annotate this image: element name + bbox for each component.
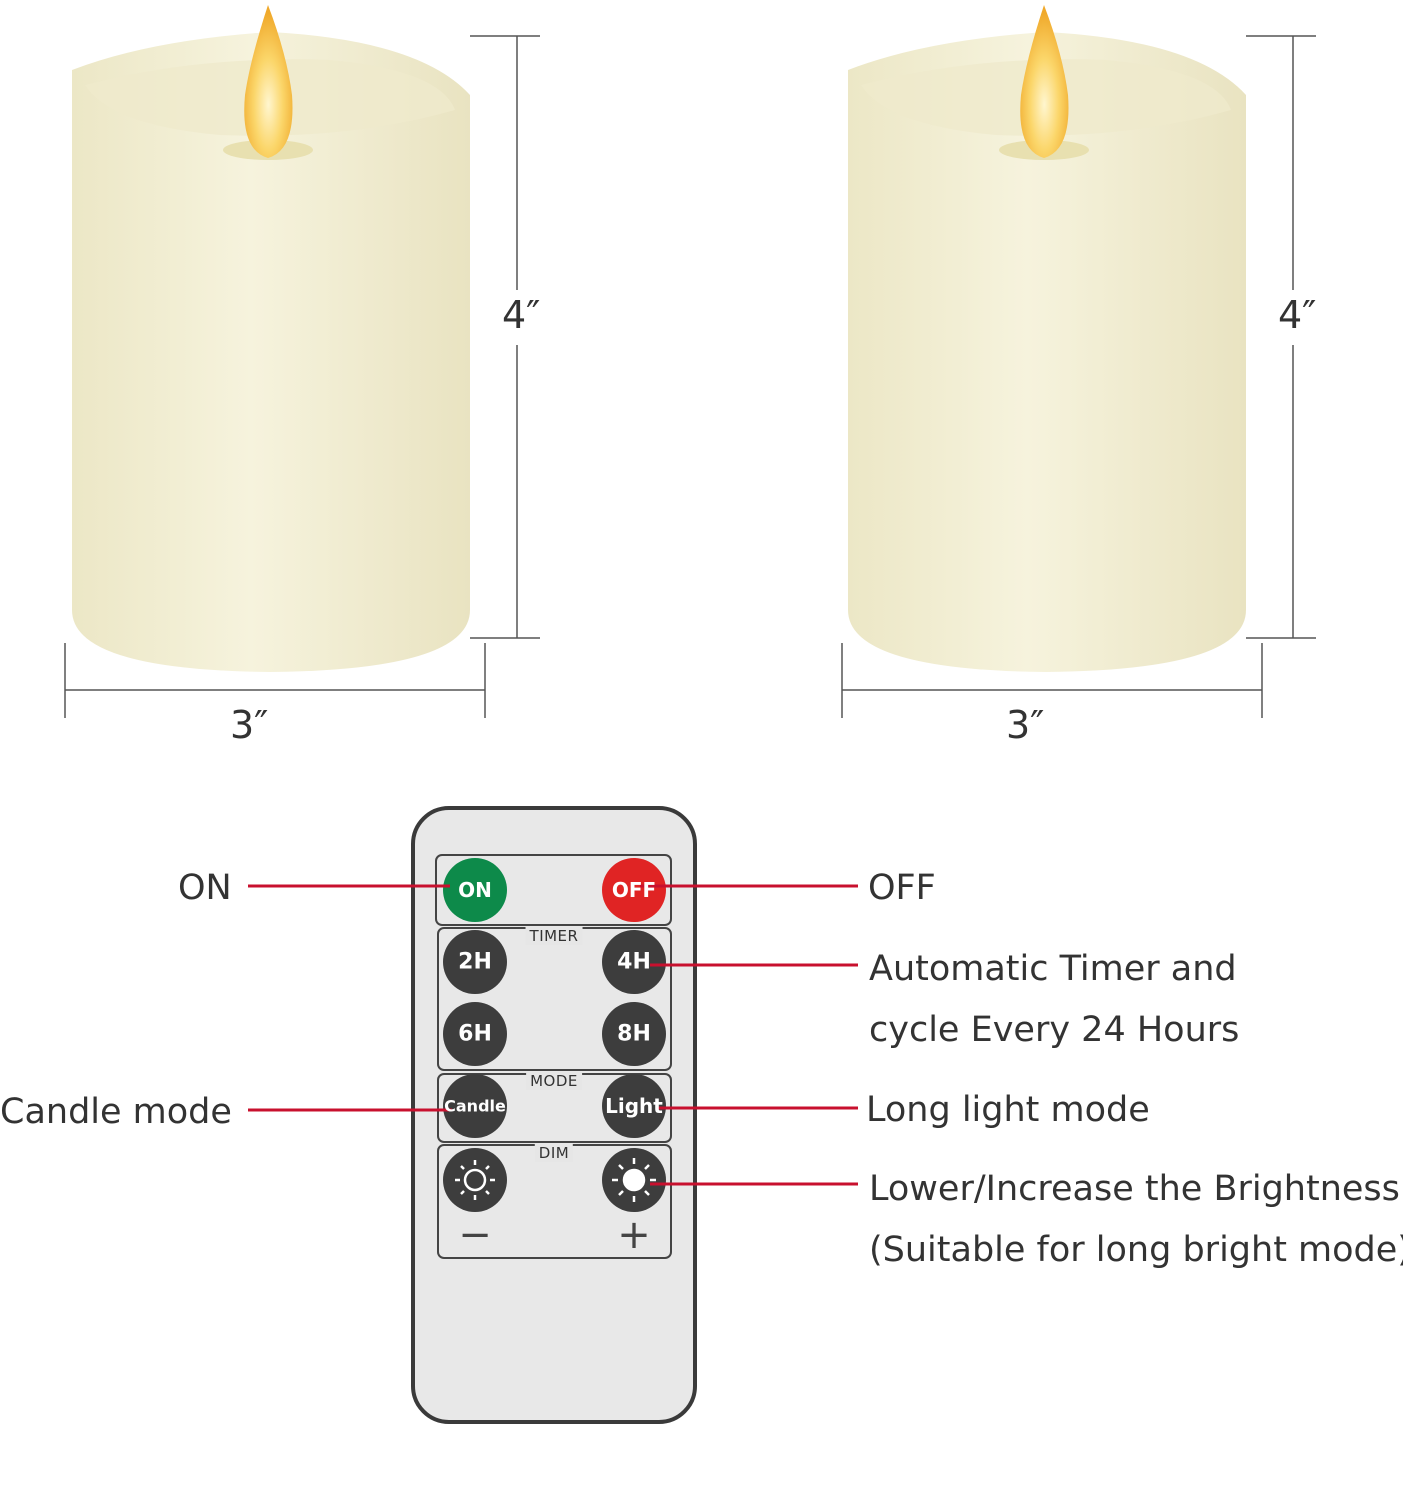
- callout-on: ON: [178, 868, 232, 908]
- candle-mode-button[interactable]: Candle: [444, 1096, 506, 1116]
- sun-filled-icon: [612, 1158, 656, 1202]
- candle-left-width-label: 3″: [230, 703, 269, 747]
- dim-minus-button[interactable]: −: [458, 1212, 492, 1258]
- callout-timer: Automatic Timer and cycle Every 24 Hours: [869, 939, 1239, 1062]
- dim-section-label: DIM: [534, 1144, 574, 1162]
- candle-left-dimensions: [64, 35, 540, 718]
- callout-dim-line1: Lower/Increase the Brightness: [869, 1169, 1400, 1209]
- timer-4h-button[interactable]: 4H: [617, 949, 651, 975]
- callout-off: OFF: [868, 868, 936, 908]
- light-mode-button[interactable]: Light: [605, 1094, 663, 1118]
- callout-candle-mode: Candle mode: [0, 1092, 232, 1132]
- callout-light-mode: Long light mode: [866, 1090, 1150, 1130]
- timer-8h-button[interactable]: 8H: [617, 1021, 651, 1047]
- on-button[interactable]: ON: [458, 878, 492, 902]
- callout-timer-line2: cycle Every 24 Hours: [869, 1010, 1240, 1051]
- flame-icon: [244, 5, 293, 158]
- timer-section-label: TIMER: [525, 927, 583, 945]
- callout-dim-line2: (Suitable for long bright mode): [869, 1230, 1403, 1271]
- candle-right-width-label: 3″: [1006, 703, 1045, 747]
- callout-lines: [248, 884, 858, 1186]
- off-button-shape: [602, 858, 666, 922]
- callout-timer-line1: Automatic Timer and: [869, 949, 1237, 989]
- sun-outline-icon: [455, 1160, 495, 1200]
- candle-right: [848, 5, 1246, 672]
- timer-6h-button[interactable]: 6H: [458, 1021, 492, 1047]
- timer-2h-button[interactable]: 2H: [458, 949, 492, 975]
- mode-section-label: MODE: [526, 1072, 582, 1090]
- candle-right-dimensions: [841, 35, 1316, 718]
- candle-right-height-label: 4″: [1278, 293, 1317, 337]
- candle-left-height-label: 4″: [502, 293, 541, 337]
- off-button[interactable]: OFF: [611, 878, 657, 902]
- candle-left: [72, 5, 470, 672]
- dim-plus-button[interactable]: +: [617, 1212, 651, 1258]
- remote-control: [411, 806, 697, 1424]
- callout-dim: Lower/Increase the Brightness (Suitable …: [869, 1159, 1403, 1282]
- on-button-shape: [443, 858, 507, 922]
- flame-icon: [1020, 5, 1069, 158]
